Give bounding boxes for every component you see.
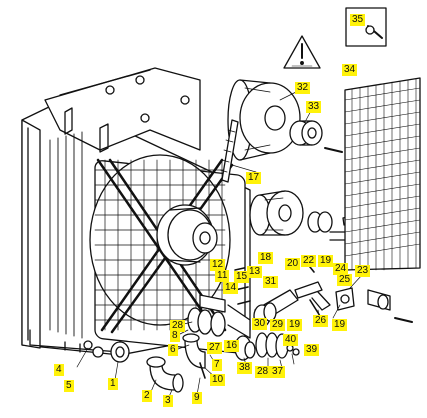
callout-4: 4 [54,364,64,376]
callout-9: 9 [192,392,202,404]
callout-16: 16 [224,340,240,352]
callout-6: 6 [168,344,178,356]
callout-10: 10 [210,374,226,386]
callout-28: 28 [255,366,271,378]
bolt-icon [365,25,383,39]
callout-27: 27 [207,342,223,354]
callout-31: 30 [252,318,268,330]
callout-2: 2 [142,390,152,402]
callout-17: 17 [246,172,262,184]
callout-12: 12 [210,259,226,271]
callout-39: 39 [304,344,320,356]
callout-19a: 19 [318,255,334,267]
callout-14: 14 [223,282,239,294]
callout-1: 1 [108,378,118,390]
callout-5: 5 [64,380,74,392]
callout-23: 23 [355,265,371,277]
callout-29: 28 [170,320,186,332]
callout-40: 40 [283,334,299,346]
callout-38: 38 [237,362,253,374]
callout-33: 32 [295,82,311,94]
callout-3: 3 [163,395,173,407]
callout-25: 25 [337,274,353,286]
callout-34: 33 [306,101,322,113]
callout-22: 22 [301,255,317,267]
callout-30: 29 [270,319,286,331]
warning-triangle-icon [283,35,321,69]
callout-35: 34 [342,64,358,76]
callout-15: 15 [234,271,250,283]
screen-icon [344,77,421,271]
pulley-icon [219,79,343,183]
callout-21: 20 [285,258,301,270]
callout-36: 35 [350,14,366,26]
callout-7: 7 [212,359,222,371]
callout-18: 18 [258,252,274,264]
callout-13: 13 [247,266,263,278]
callout-11: 11 [215,270,230,282]
callout-26: 26 [313,315,329,327]
callout-24: 24 [333,263,349,275]
callout-37: 37 [270,366,286,378]
callout-32: 31 [263,276,279,288]
callout-20: 19 [332,319,348,331]
callout-19b: 19 [287,319,303,331]
callout-8: 8 [170,330,180,342]
